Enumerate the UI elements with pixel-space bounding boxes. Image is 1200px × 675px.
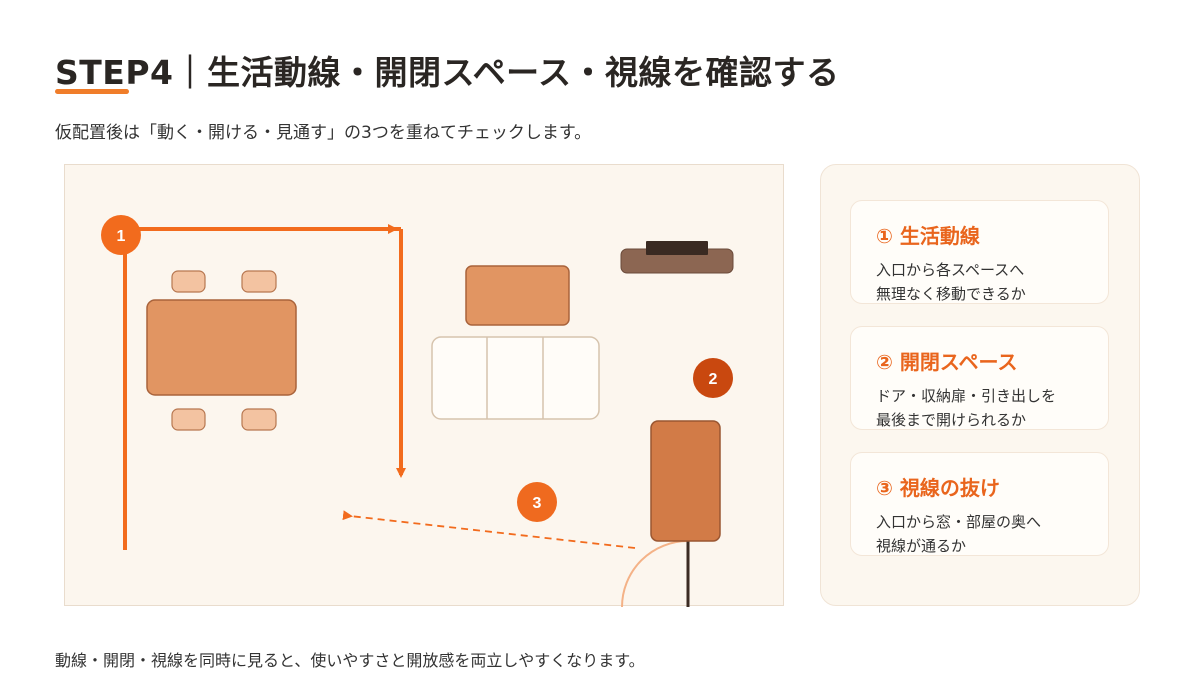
sight-line [342, 510, 636, 549]
card-title: ③ 視線の抜け [876, 476, 1000, 500]
card-text-line: ドア・収納扉・引き出しを [876, 387, 1057, 405]
card-description: 入口から各スペースへ 無理なく移動できるか [876, 258, 1101, 306]
card-text-line: 視線が通るか [876, 537, 967, 555]
checklist-panel: ① 生活動線 入口から各スペースへ 無理なく移動できるか ② 開閉スペース ドア… [820, 164, 1140, 606]
door-swing-arc [621, 540, 689, 607]
marker-3-circle [517, 482, 557, 522]
page-title: STEP4｜生活動線・開閉スペース・視線を確認する [55, 53, 840, 92]
card-title: ② 開閉スペース [876, 350, 1018, 374]
checklist-card-sightline: ③ 視線の抜け 入口から窓・部屋の奥へ 視線が通るか [850, 452, 1109, 556]
marker-3-label: 3 [533, 495, 542, 512]
dining-chair [171, 408, 206, 431]
title-underline [55, 89, 129, 94]
card-text-line: 入口から各スペースへ [876, 261, 1025, 279]
card-text-line: 最後まで開けられるか [876, 411, 1027, 429]
footer-note: 動線・開閉・視線を同時に見ると、使いやすさと開放感を両立しやすくなります。 [55, 651, 645, 670]
dining-chair [241, 270, 277, 293]
floor-plan: 1 2 3 [64, 164, 784, 607]
card-description: ドア・収納扉・引き出しを 最後まで開けられるか [876, 384, 1101, 432]
marker-1-label: 1 [117, 228, 126, 245]
marker-2-label: 2 [709, 371, 718, 388]
marker-2-circle [693, 358, 733, 398]
card-description: 入口から窓・部屋の奥へ 視線が通るか [876, 510, 1101, 558]
page-subtitle: 仮配置後は「動く・開ける・見通す」の3つを重ねてチェックします。 [55, 123, 592, 143]
card-title: ① 生活動線 [876, 224, 980, 248]
checklist-card-opening: ② 開閉スペース ドア・収納扉・引き出しを 最後まで開けられるか [850, 326, 1109, 430]
coffee-table [465, 265, 570, 326]
dining-chair [171, 270, 206, 293]
marker-1-circle [101, 215, 141, 255]
sofa [431, 336, 600, 420]
card-text-line: 無理なく移動できるか [876, 285, 1026, 303]
checklist-card-circulation: ① 生活動線 入口から各スペースへ 無理なく移動できるか [850, 200, 1109, 304]
storage-cabinet [650, 420, 721, 542]
card-text-line: 入口から窓・部屋の奥へ [876, 513, 1042, 531]
floor-plan-drawing: 1 2 3 [101, 215, 734, 607]
dining-chair [241, 408, 277, 431]
tv [646, 241, 708, 255]
dining-table [146, 299, 297, 396]
